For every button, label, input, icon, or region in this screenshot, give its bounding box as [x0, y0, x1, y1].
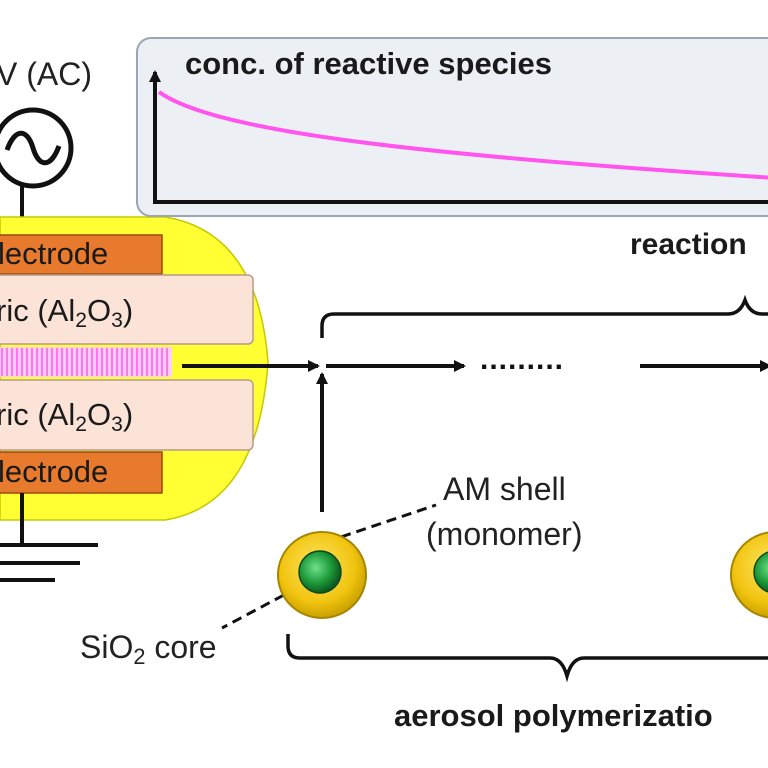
bottom-dielectric: [0, 379, 254, 451]
shell-label-line1: AM shell: [443, 471, 566, 507]
process-brace: [286, 634, 768, 683]
bottom-dielectric-label: ric (Al2O3): [0, 397, 134, 436]
shell-label-line2: (monomer): [426, 516, 583, 552]
decay-curve: [157, 90, 768, 180]
process-label: aerosol polymerizatio: [394, 698, 713, 733]
core-label: SiO2 core: [80, 629, 217, 670]
concentration-plot-label: conc. of reactive species: [185, 46, 553, 81]
concentration-panel: [136, 37, 768, 217]
shell-leader-line: [325, 503, 437, 544]
top-dielectric-label: ric (Al2O3): [0, 293, 134, 332]
bottom-electrode-label: lectrode: [0, 454, 109, 489]
core-shell-particle-right: [730, 531, 768, 619]
silica-core: [298, 550, 342, 594]
top-electrode: [0, 234, 163, 275]
plasma-discharge: [0, 347, 172, 377]
bottom-electrode: [0, 451, 163, 494]
power-source-label: V (AC): [0, 56, 92, 92]
top-dielectric: [0, 274, 254, 345]
reaction-label: reaction: [630, 228, 747, 261]
reaction-brace: [320, 294, 768, 338]
ac-sine-icon: [4, 130, 62, 166]
top-electrode-label: lectrode: [0, 236, 109, 271]
silica-core-right: [753, 551, 768, 593]
flow-dots: .........: [480, 343, 565, 376]
ac-source-icon: [0, 107, 74, 189]
